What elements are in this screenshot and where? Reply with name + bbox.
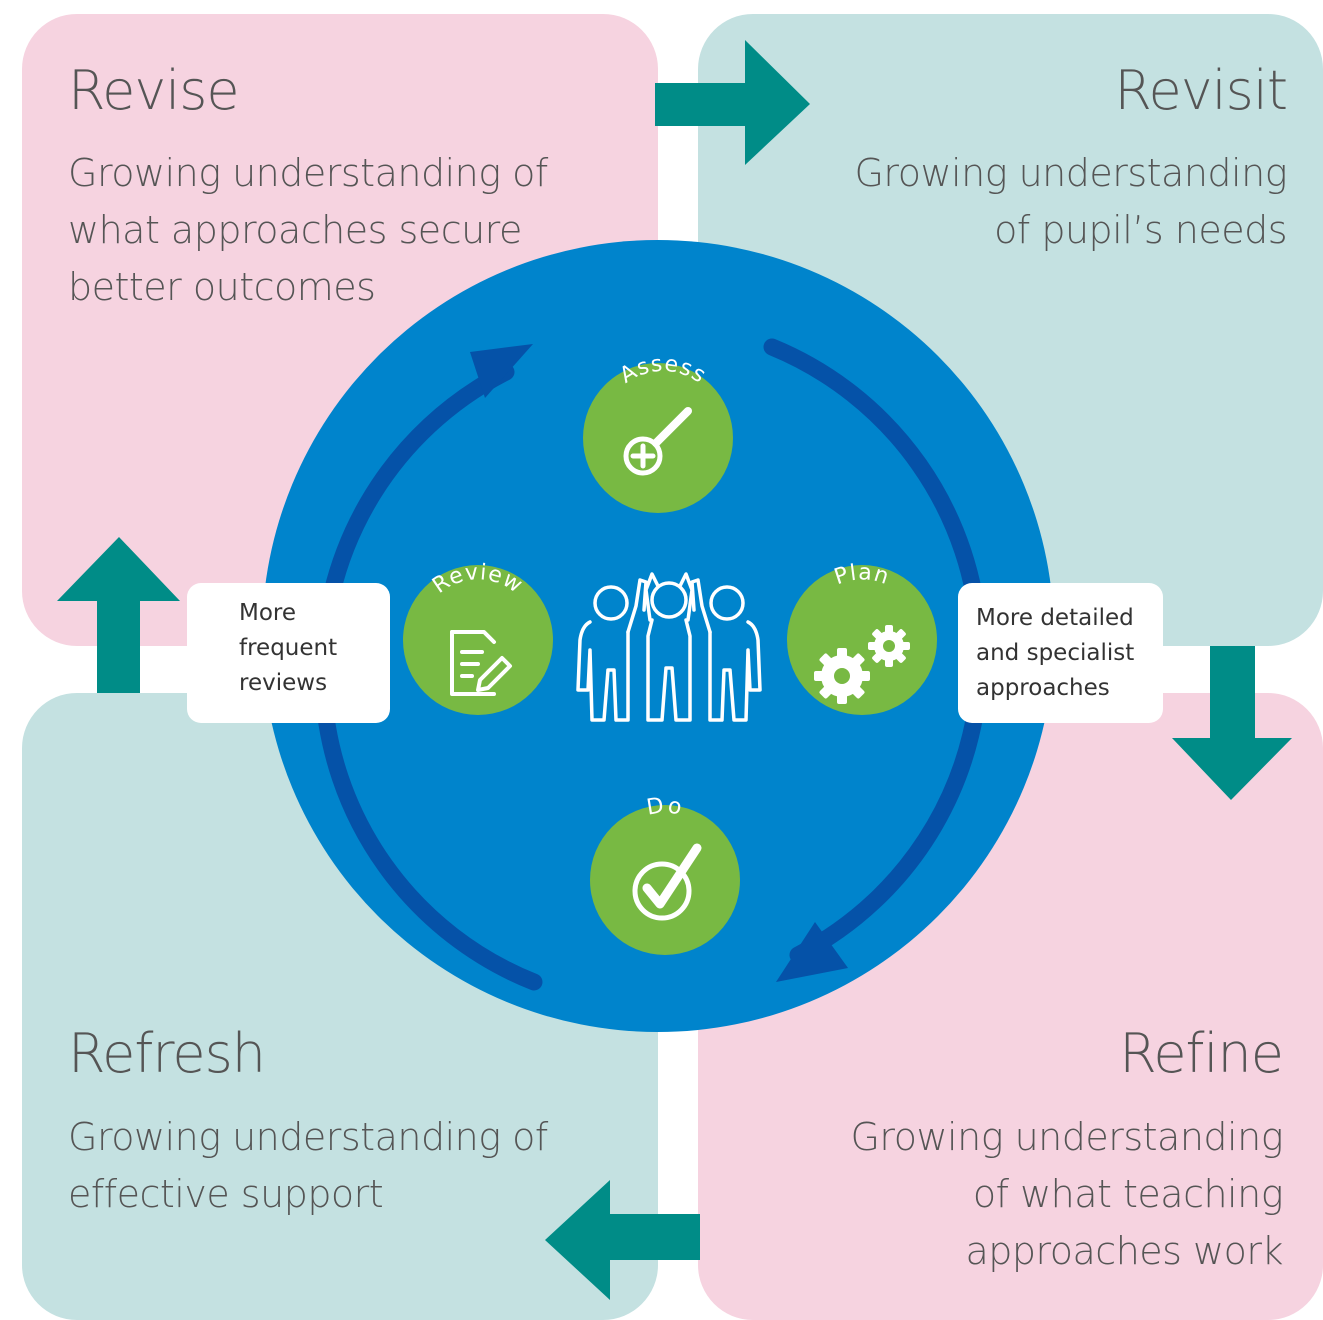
refresh-title: Refresh — [68, 1022, 266, 1085]
cycle-arrowhead-bottom — [776, 922, 848, 982]
callout-line: More — [239, 600, 297, 626]
refine-line: approaches work — [965, 1229, 1283, 1273]
revise-line: Growing understanding of — [68, 151, 548, 195]
central-circle — [262, 240, 1054, 1032]
callout-line: frequent — [239, 635, 338, 661]
revise-line: better outcomes — [68, 265, 376, 309]
document-edit-icon — [450, 630, 512, 696]
revise-description: Growing understanding of what approaches… — [68, 145, 548, 316]
cycle-arrowhead-top — [470, 344, 533, 398]
plan-label: Plan — [831, 560, 892, 590]
revisit-title: Revisit — [1114, 59, 1288, 122]
do-step: Do — [590, 793, 740, 955]
refresh-description: Growing understanding of effective suppo… — [68, 1109, 548, 1223]
callout-line: and specialist — [976, 640, 1135, 666]
refresh-text: Refresh Growing understanding of effecti… — [68, 1027, 548, 1223]
refresh-line: Growing understanding of — [68, 1115, 548, 1159]
revise-title: Revise — [68, 59, 240, 122]
callout-line: approaches — [976, 675, 1110, 701]
callout-line: reviews — [239, 670, 328, 696]
up-arrow — [57, 537, 180, 693]
plan-step: Plan — [787, 560, 937, 715]
checkmark-icon — [632, 843, 702, 921]
callout-line: More detailed — [976, 605, 1134, 631]
refine-line: of what teaching — [972, 1172, 1284, 1216]
revisit-description: Growing understanding of pupil’s needs — [854, 145, 1287, 259]
revise-line: what approaches secure — [68, 208, 522, 252]
magnifier-icon — [623, 407, 692, 476]
refine-text: Refine Growing understanding of what tea… — [850, 1022, 1284, 1280]
gears-icon — [814, 625, 910, 704]
refine-line: Growing understanding — [850, 1115, 1283, 1159]
people-group-icon — [576, 572, 762, 722]
revisit-line: Growing understanding — [854, 151, 1287, 195]
refine-title: Refine — [1119, 1022, 1284, 1085]
revisit-text: Revisit Growing understanding of pupil’s… — [854, 59, 1288, 259]
review-step: Review — [403, 560, 553, 715]
left-arrow — [545, 1180, 700, 1300]
callout-frequent-reviews: More frequent reviews — [187, 583, 390, 723]
down-arrow — [1172, 646, 1292, 800]
callout-detailed-approaches: More detailed and specialist approaches — [958, 583, 1163, 723]
revise-text: Revise Growing understanding of what app… — [68, 64, 548, 316]
refresh-line: effective support — [68, 1172, 384, 1216]
refine-description: Growing understanding of what teaching a… — [850, 1109, 1283, 1280]
right-arrow — [655, 40, 810, 165]
revisit-line: of pupil’s needs — [994, 208, 1287, 252]
